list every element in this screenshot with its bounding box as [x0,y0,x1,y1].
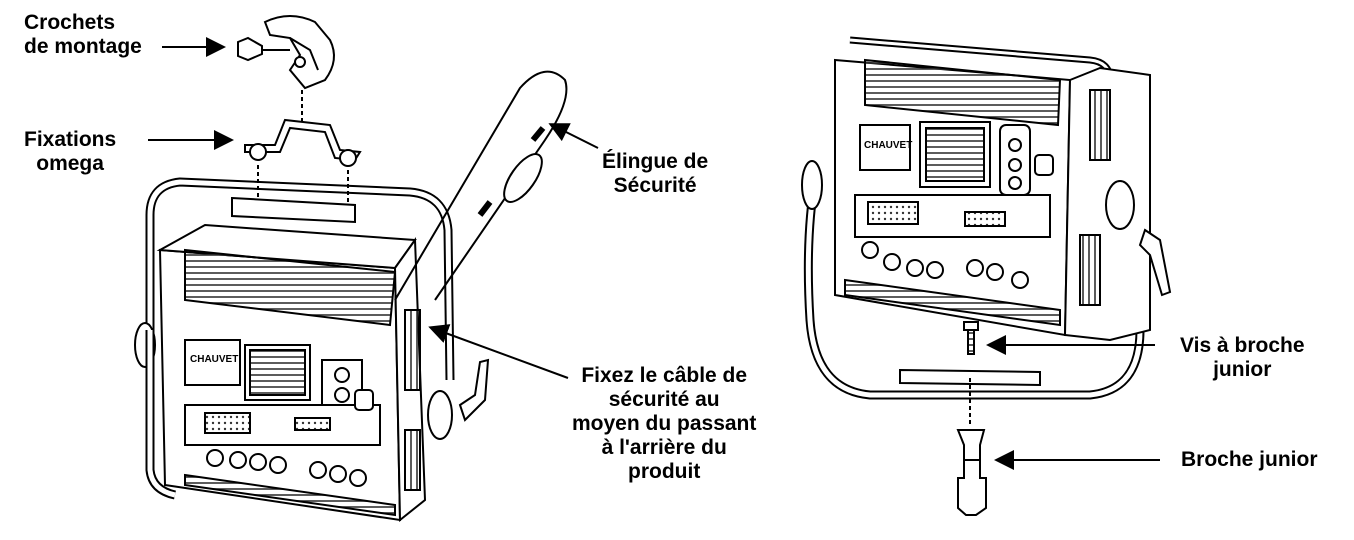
label-line: Fixations [24,128,117,151]
label-spigot-screw: Vis à broche junior [1180,334,1305,382]
arrow-attach-cable [428,324,569,379]
label-line: sécurité au [608,388,720,411]
label-line: omega [36,152,104,175]
safety-cable [394,70,568,301]
label-line: Sécurité [613,174,697,197]
mounting-clamp [237,15,335,90]
logo-text: CHAUVET [190,354,238,365]
label-line: Élingue de [602,150,709,173]
junior-pin [956,429,987,516]
label-mounting-brackets: Crochets de montage [24,11,142,59]
leader-arrows [148,37,1160,470]
omega-bracket [244,90,362,205]
label-omega-brackets: Fixations omega [24,128,116,176]
logo-text-right: CHAUVET [864,140,912,151]
label-line: de montage [24,35,142,58]
label-line: à l'arrière du [601,436,727,459]
label-line: Vis à broche [1180,334,1305,357]
label-junior-pin: Broche junior [1181,448,1318,472]
right-fixture: CHAUVET [801,36,1172,425]
label-line: Broche junior [1181,448,1318,471]
label-line: moyen du passant [572,412,757,435]
label-attach-cable: Fixez le câble de sécurité au moyen du p… [572,364,756,484]
left-fixture: CHAUVET [134,177,490,523]
label-line: Fixez le câble de [581,364,748,387]
spigot-screw [963,321,979,355]
label-line: produit [628,460,701,483]
label-line: Crochets [24,11,116,34]
arrow-safety-cable [548,123,599,149]
label-safety-cable: Élingue de Sécurité [602,150,708,198]
label-line: junior [1213,358,1272,381]
